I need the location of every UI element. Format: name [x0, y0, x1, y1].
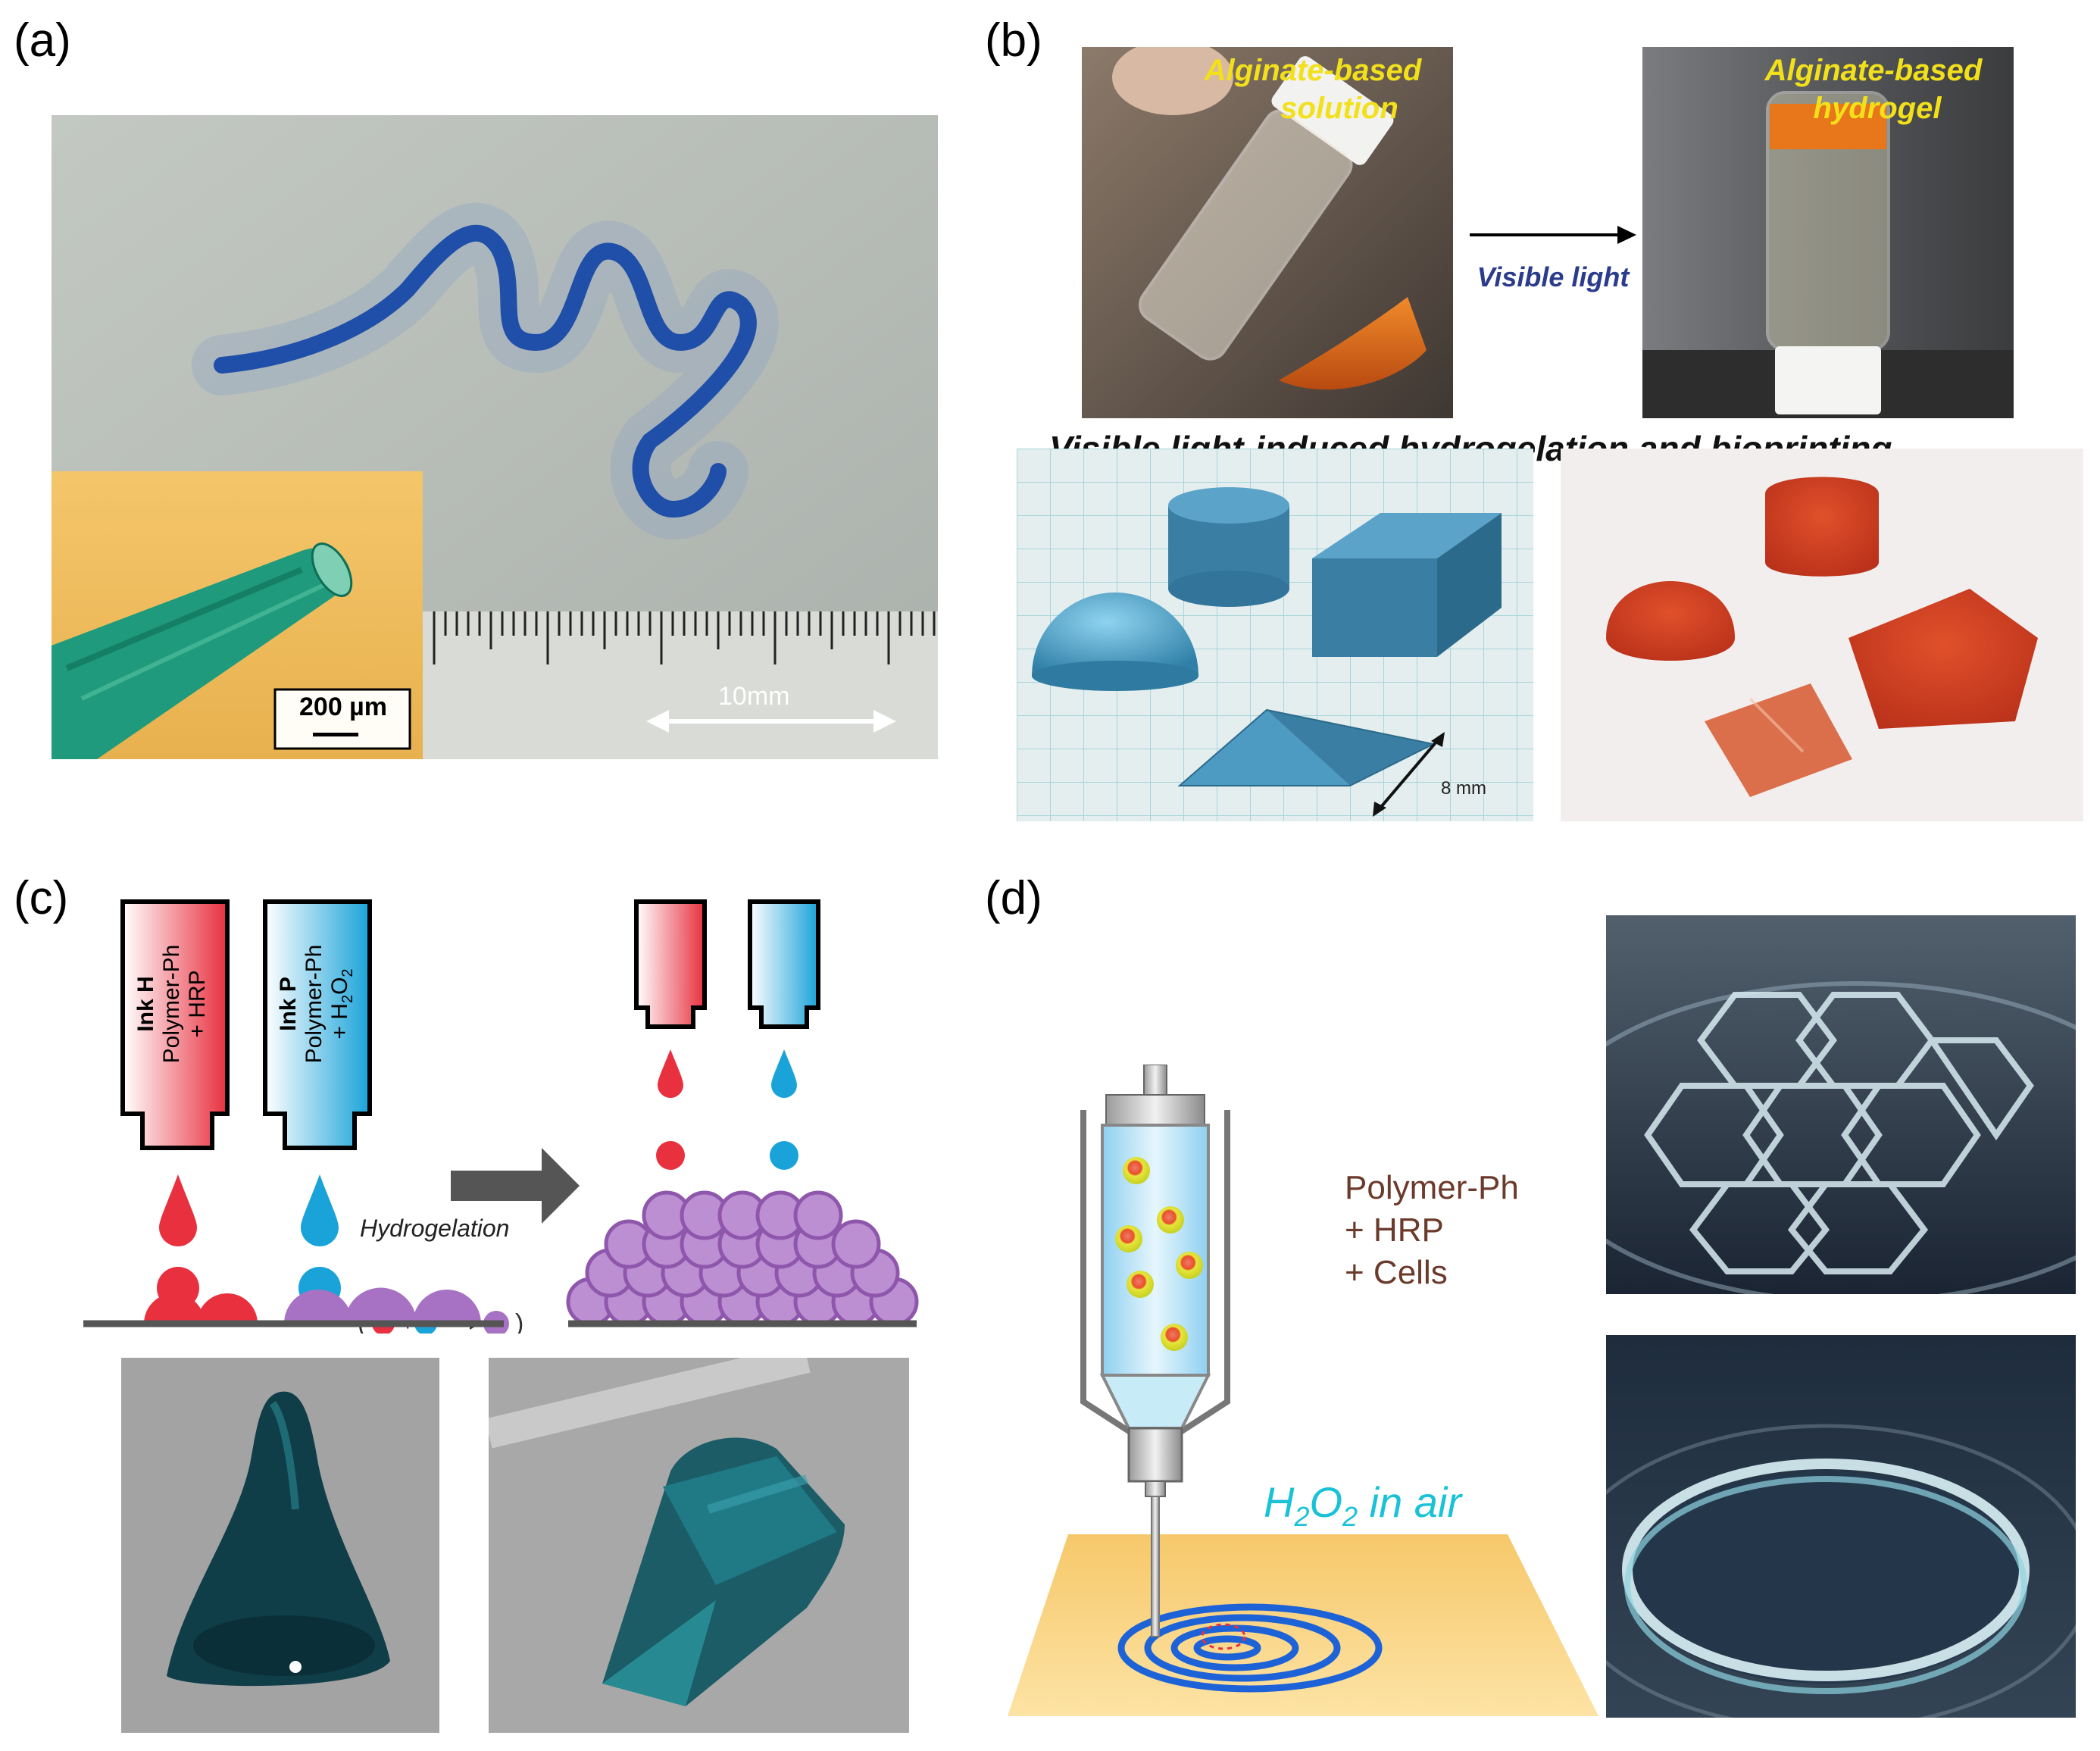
panel-a-label: (a) [14, 14, 71, 67]
ink-line1: Polymer-Ph [1345, 1169, 1519, 1206]
ink-line3: + Cells [1345, 1254, 1448, 1291]
vial-solution-photo: Alginate-based solution [1082, 47, 1453, 418]
substrate-left [83, 1287, 504, 1327]
vial-hydrogel-photo: Alginate-based hydrogel [1642, 47, 2014, 418]
ink-h-line1: Ink H [133, 976, 158, 1032]
hydrogel-label-line1: Alginate-based [1764, 54, 1983, 87]
ring-interior [1629, 1471, 2023, 1684]
cube-shape [1312, 513, 1502, 657]
syringe-barrel [1101, 1124, 1210, 1377]
ring-print-photo [1606, 1335, 2076, 1718]
ink-p-label: Ink P Polymer-Ph + H2O2 [268, 905, 359, 1102]
printed-prism-photo [489, 1358, 909, 1733]
nozzle-ink-h [120, 899, 230, 1150]
blue-teardrop [301, 1174, 339, 1246]
ink-h-line2: Polymer-Ph [159, 944, 184, 1064]
inkjet-diagram: + ( ) [120, 899, 919, 1334]
printed-spiral [1117, 1603, 1383, 1693]
printed-hydrogels-photo [1561, 449, 2083, 821]
scale-bar-main-label: 10mm [718, 682, 790, 711]
printed-pyramid [1705, 683, 1852, 797]
solution-label-line1: Alginate-based [1204, 54, 1422, 87]
honeycomb-lattice [1644, 992, 2034, 1274]
printed-cylinder [1765, 477, 1879, 577]
red-teardrop [159, 1174, 197, 1246]
printed-dome [1606, 581, 1735, 661]
nozzle-blue-small [748, 899, 820, 1029]
hydrogelation-label: Hydrogelation [360, 1215, 510, 1242]
nozzle-red-small [634, 899, 707, 1029]
visible-light-label: Visible light [1477, 261, 1630, 292]
panel-a-scene [52, 115, 938, 759]
scale-bar-inset-label: 200 µm [299, 693, 387, 721]
tilted-vial [1138, 56, 1394, 361]
ink-h-label: Ink H Polymer-Ph + HRP [126, 905, 217, 1102]
panel-c-label: (c) [14, 872, 69, 924]
needle [1151, 1496, 1160, 1637]
panel-b-label: (b) [985, 14, 1042, 67]
dimension-arrow [1373, 732, 1445, 817]
ink-composition: Polymer-Ph + HRP + Cells [1345, 1167, 1519, 1294]
honeycomb-print-photo [1606, 915, 2076, 1294]
ruler [423, 611, 938, 759]
ink-p-line2: Polymer-Ph [302, 944, 327, 1064]
ink-line2: + HRP [1345, 1212, 1444, 1249]
printed-cube [1848, 589, 2038, 729]
printed-fiber [214, 224, 757, 518]
h2o2-in-air-label: H2O2 in air [1264, 1478, 1462, 1533]
dome-shape [1032, 593, 1198, 676]
gel-bead [831, 1219, 881, 1269]
scale-bar-inset-line [313, 733, 358, 736]
nozzle-ink-p [263, 899, 372, 1150]
panel-d-label: (d) [985, 872, 1042, 924]
visible-light-arrow [1470, 226, 1636, 244]
hydrogel-label-line2: hydrogel [1813, 92, 1942, 125]
ink-h-line3: + HRP [185, 970, 210, 1038]
cylinder-shape [1168, 487, 1289, 607]
dimension-label: 8 mm [1441, 778, 1486, 799]
extrusion-diagram [1008, 1065, 1598, 1716]
printed-cone-photo [121, 1358, 439, 1733]
cells [1115, 1157, 1203, 1351]
ink-p-line1: Ink P [276, 977, 301, 1031]
hydrogel-pile [566, 1190, 919, 1327]
scale-arrow-10mm [646, 710, 896, 733]
ink-p-line3: + H2O2 [327, 968, 356, 1040]
gel-bead [793, 1190, 843, 1240]
solution-label-line2: solution [1280, 92, 1398, 125]
inset-micrograph [52, 471, 423, 759]
panel-a-photo: 200 µm 10mm [52, 115, 938, 759]
cad-shapes: 8 mm [1017, 449, 1533, 821]
process-arrow [451, 1148, 580, 1224]
svg-text:): ) [515, 1309, 523, 1334]
